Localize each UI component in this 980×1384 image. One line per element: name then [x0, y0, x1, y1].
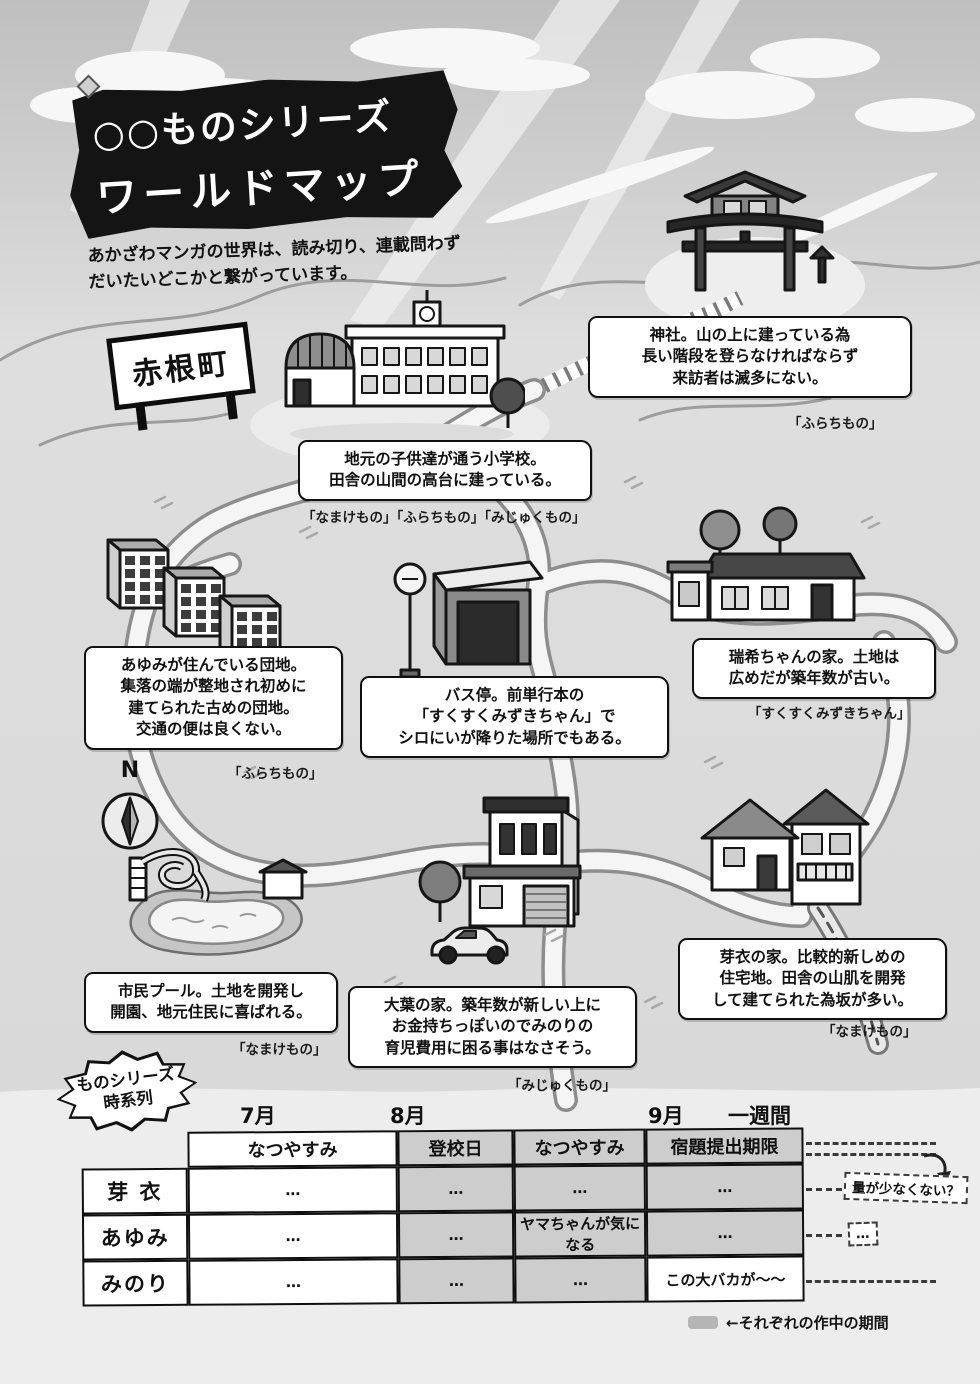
- mizuki-house-tag: 「すくすくみずきちゃん」: [748, 706, 911, 722]
- month-july: 7月: [240, 1104, 276, 1128]
- mei-house-tag: 「なまけもの」: [822, 1024, 917, 1040]
- ooba-house-note: 大葉の家。築年数が新しい上に お金持ちっぽいのでみのりの 育児費用に困る事はなさ…: [348, 986, 637, 1069]
- timeline-note-mei: 量が少なくない？: [843, 1171, 969, 1205]
- city-pool: [112, 832, 312, 964]
- timeline-header-c3: なつやすみ: [513, 1128, 646, 1166]
- timeline-row-mei-name: 芽 衣: [81, 1167, 188, 1215]
- school-building: [280, 288, 525, 446]
- compass-icon: [101, 792, 159, 850]
- shrine-note: 神社。山の上に建っている為 長い階段を登らなければならず 来訪者は滅多にない。: [588, 316, 912, 399]
- busstop-note: バス停。前単行本の 「すくすくみずきちゃん」で シロにいが降りた場所でもある。: [360, 676, 669, 759]
- pool-tag: 「なまけもの」: [232, 1042, 327, 1058]
- timeline-corner: [81, 1132, 187, 1169]
- timeline-row-ayumi-name: あゆみ: [81, 1213, 189, 1261]
- mei-house-note: 芽衣の家。比較的新しめの 住宅地。田舎の山肌を開発 して建てられた為坂が多い。: [678, 938, 947, 1021]
- timeline-row-ayumi-c1: …: [187, 1212, 399, 1260]
- timeline-row-ayumi-c3: ヤマちゃんが気になる: [513, 1210, 647, 1258]
- timeline-row-mei-c2: …: [397, 1165, 514, 1213]
- timeline-row-minori-name: みのり: [82, 1259, 189, 1307]
- timeline-row-mei-c1: …: [187, 1166, 398, 1214]
- timeline-header-c1: なつやすみ: [187, 1130, 398, 1168]
- pool-note: 市民プール。土地を開発し 開園、地元住民に喜ばれる。: [84, 972, 338, 1033]
- timeline-table: なつやすみ 登校日 なつやすみ 宿題提出期限 芽 衣 … … … … あゆみ ……: [81, 1127, 805, 1307]
- timeline-row-minori-c4: この大バカが〜〜: [646, 1255, 805, 1303]
- timeline-row-mei-c4: …: [645, 1163, 804, 1211]
- month-august: 8月: [390, 1104, 426, 1128]
- timeline-dash-header-2: [806, 1153, 936, 1156]
- compass-north-label: N: [120, 758, 140, 783]
- month-september: 9月: [648, 1104, 684, 1128]
- school-tag: 「なまけもの」「ふらちもの」「みじゅくもの」: [302, 510, 586, 526]
- ooba-house: [412, 782, 610, 974]
- timeline-row-minori-c3: …: [514, 1256, 647, 1304]
- grass-hatches: [153, 475, 881, 1010]
- ooba-house-tag: 「みじゅくもの」: [508, 1078, 616, 1094]
- timeline-dash-row3: [806, 1280, 936, 1283]
- timeline-row-ayumi-c2: …: [397, 1211, 515, 1259]
- timeline-legend: ←それぞれの作中の期間: [688, 1312, 889, 1333]
- town-sign-label: 赤根町: [130, 346, 233, 393]
- timeline-row-minori-c1: …: [188, 1258, 399, 1306]
- mizuki-house-note: 瑞希ちゃんの家。土地は 広めだが築年数が古い。: [692, 638, 936, 699]
- shrine-building: [650, 168, 840, 300]
- timeline-header-c4: 宿題提出期限: [645, 1127, 804, 1165]
- timeline-header-c2: 登校日: [397, 1129, 514, 1167]
- legend-swatch-icon: [688, 1316, 718, 1329]
- mizuki-house: [662, 502, 867, 642]
- school-note: 地元の子供達が通う小学校。 田舎の山間の高台に建っている。: [298, 440, 592, 501]
- title-banner: ○○ものシリーズ ワールドマップ: [64, 68, 464, 240]
- mei-house: [692, 772, 872, 940]
- timeline-dash-row2: [806, 1234, 842, 1237]
- danchi-tag: 「ふらちもの」: [228, 766, 323, 782]
- timeline-row-ayumi-c4: …: [645, 1209, 805, 1257]
- danchi-note: あゆみが住んでいる団地。 集落の端が整地され初めに 建てられた古めの団地。 交通…: [84, 646, 343, 750]
- timeline-dash-header-1: [806, 1142, 936, 1145]
- compass: N: [95, 758, 165, 861]
- timeline-dash-row1: [806, 1188, 842, 1191]
- month-one-week: 一週間: [728, 1104, 791, 1128]
- legend-text: ←それぞれの作中の期間: [726, 1314, 889, 1332]
- timeline-row-minori-c2: …: [398, 1257, 515, 1305]
- timeline-row-mei-c3: …: [513, 1164, 646, 1212]
- bus-stop: [390, 552, 545, 690]
- shrine-tag: 「ふらちもの」: [788, 416, 883, 432]
- timeline-note-ayumi: …: [847, 1221, 878, 1247]
